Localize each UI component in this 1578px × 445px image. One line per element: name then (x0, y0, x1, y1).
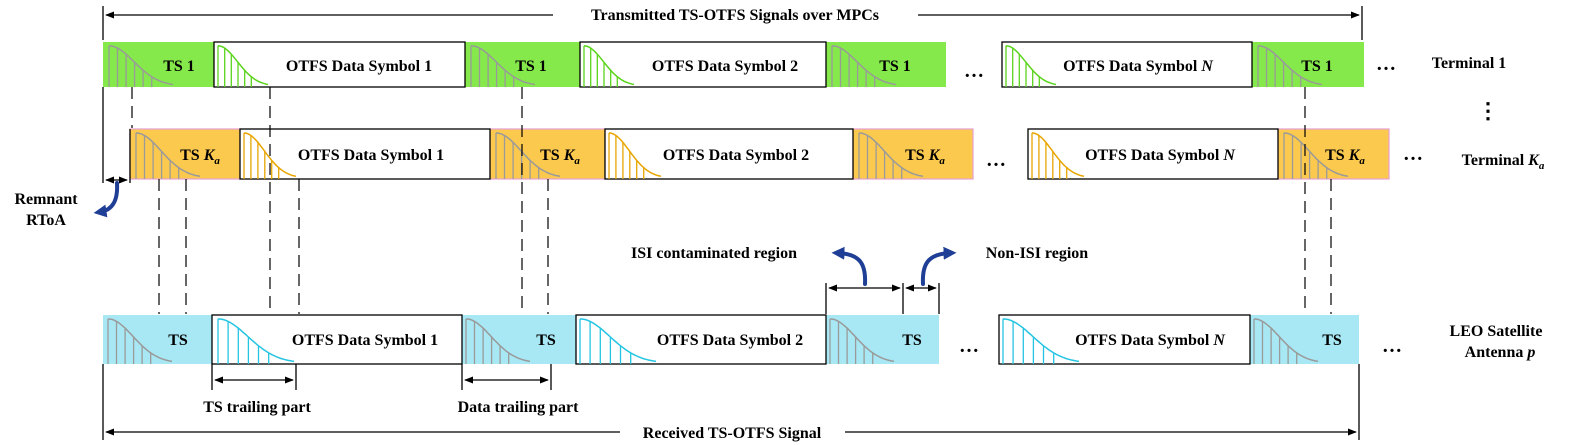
alignment-dashes (131, 87, 1332, 314)
terminal1-data-curve-2 (583, 45, 635, 87)
terminalK-label: Terminal Ka (1462, 152, 1545, 172)
satellite-ts-block-2 (462, 315, 576, 364)
isi-region-label: ISI contaminated region (631, 245, 797, 262)
satellite-data-curve-1 (217, 318, 295, 364)
satellite-ts-block-1 (103, 315, 212, 364)
remnant-arrow (93, 181, 120, 218)
non-isi-arrow (920, 246, 957, 286)
top-span: Transmitted TS-OTFS Signals over MPCs (102, 6, 1363, 40)
satellite-data-label-1: OTFS Data Symbol 1 (292, 332, 438, 349)
terminalK-ts-label-2: TS Ka (540, 147, 580, 167)
satellite-ts-label-3: TS (902, 332, 922, 349)
terminal1-ts-block-2 (465, 42, 580, 87)
satellite-ts-label-1: TS (168, 332, 188, 349)
vertical-ellipsis: ⋮ (1477, 98, 1499, 123)
satellite-ellipsis-end: … (1382, 335, 1402, 357)
top-span-label: Transmitted TS-OTFS Signals over MPCs (591, 7, 879, 24)
satellite-data-curve-2 (579, 318, 657, 364)
satellite-label-line1: LEO Satellite (1450, 323, 1543, 340)
remnant-label-line1: Remnant (14, 191, 78, 208)
satellite-ts-label-2: TS (536, 332, 556, 349)
satellite-ts-curve-3 (829, 318, 895, 364)
remnant-rtoa: Remnant RToA (14, 87, 131, 229)
satellite-data-box-2 (575, 314, 827, 365)
terminalK-ts-block-2 (489, 128, 606, 180)
bottom-span-label: Received TS-OTFS Signal (643, 425, 822, 442)
terminalK-ts-block-3 (852, 128, 974, 180)
terminal1-data-curve-1 (217, 45, 269, 87)
terminalK-data-label-n: OTFS Data Symbol N (1085, 147, 1236, 164)
satellite-data-box-n (998, 314, 1251, 365)
terminal1-data-label-n: OTFS Data Symbol N (1063, 58, 1214, 75)
terminalK-ts-label-4: TS Ka (1325, 147, 1365, 167)
terminal1-ts-block-4 (1252, 42, 1364, 87)
satellite-data-box-1 (211, 314, 463, 365)
terminal1-row: TS 1 TS 1 TS 1 TS 1 OTFS Data Symbol 1 O… (103, 41, 1507, 88)
satellite-ts-label-4: TS (1322, 332, 1342, 349)
satellite-label-line2: Antenna p (1465, 344, 1536, 361)
terminalK-data-label-2: OTFS Data Symbol 2 (663, 147, 809, 164)
terminal1-data-label-1: OTFS Data Symbol 1 (286, 58, 432, 75)
ts-trailing-label: TS trailing part (203, 399, 311, 416)
satellite-ts-block-4 (1250, 315, 1359, 364)
terminal1-ts-curve-2 (470, 45, 536, 87)
satellite-ts-curve-2 (465, 318, 531, 364)
terminal1-ellipsis-mid: … (964, 60, 984, 82)
terminal1-ellipsis-end: … (1376, 53, 1396, 75)
terminal1-ts-label-1: TS 1 (163, 58, 195, 75)
terminalK-ellipsis-end: … (1403, 143, 1423, 165)
terminalK-data-curve-1 (243, 132, 297, 179)
terminal1-ts-label-4: TS 1 (1301, 58, 1333, 75)
non-isi-region-label: Non-ISI region (986, 245, 1088, 262)
isi-regions: ISI contaminated region Non-ISI region (631, 245, 1088, 314)
terminalK-ts-curve-1 (135, 132, 201, 179)
satellite-ts-curve-1 (107, 318, 173, 364)
terminal1-ts-block-1 (103, 42, 214, 87)
terminal1-ts-label-2: TS 1 (515, 58, 547, 75)
terminal1-ts-curve-1 (108, 45, 174, 87)
terminal1-label: Terminal 1 (1432, 55, 1507, 72)
satellite-ts-curve-4 (1253, 318, 1319, 364)
terminalK-ts-curve-3 (858, 132, 924, 179)
bottom-span: Received TS-OTFS Signal (102, 364, 1360, 442)
terminal1-ts-block-3 (826, 42, 946, 87)
satellite-ellipsis-mid: … (959, 335, 979, 357)
terminal1-ts-curve-3 (831, 45, 897, 87)
remnant-label-line2: RToA (26, 212, 66, 229)
terminal1-data-label-2: OTFS Data Symbol 2 (652, 58, 798, 75)
terminalK-ts-label-3: TS Ka (905, 147, 945, 167)
terminalK-row: TS Ka TS Ka TS Ka TS Ka OTFS Data Symbol… (129, 128, 1545, 180)
terminalK-ellipsis-mid: … (986, 149, 1006, 171)
satellite-data-label-2: OTFS Data Symbol 2 (657, 332, 803, 349)
satellite-data-label-n: OTFS Data Symbol N (1075, 332, 1226, 349)
isi-arrow (831, 246, 868, 286)
terminalK-data-label-1: OTFS Data Symbol 1 (298, 147, 444, 164)
terminalK-data-curve-2 (608, 132, 662, 179)
terminalK-data-curve-n (1031, 132, 1085, 179)
terminalK-ts-curve-4 (1283, 132, 1349, 179)
satellite-row: TS TS TS TS OTFS Data Symbol 1 OTFS Data… (103, 314, 1543, 365)
trailing-parts: TS trailing part Data trailing part (203, 364, 579, 416)
data-trailing-label: Data trailing part (458, 399, 580, 416)
satellite-ts-block-3 (826, 315, 939, 364)
terminal1-ts-label-3: TS 1 (879, 58, 911, 75)
terminal1-data-curve-n (1005, 45, 1057, 87)
terminalK-ts-label-1: TS Ka (180, 147, 220, 167)
satellite-data-curve-n (1002, 318, 1080, 364)
terminal1-ts-curve-4 (1257, 45, 1323, 87)
